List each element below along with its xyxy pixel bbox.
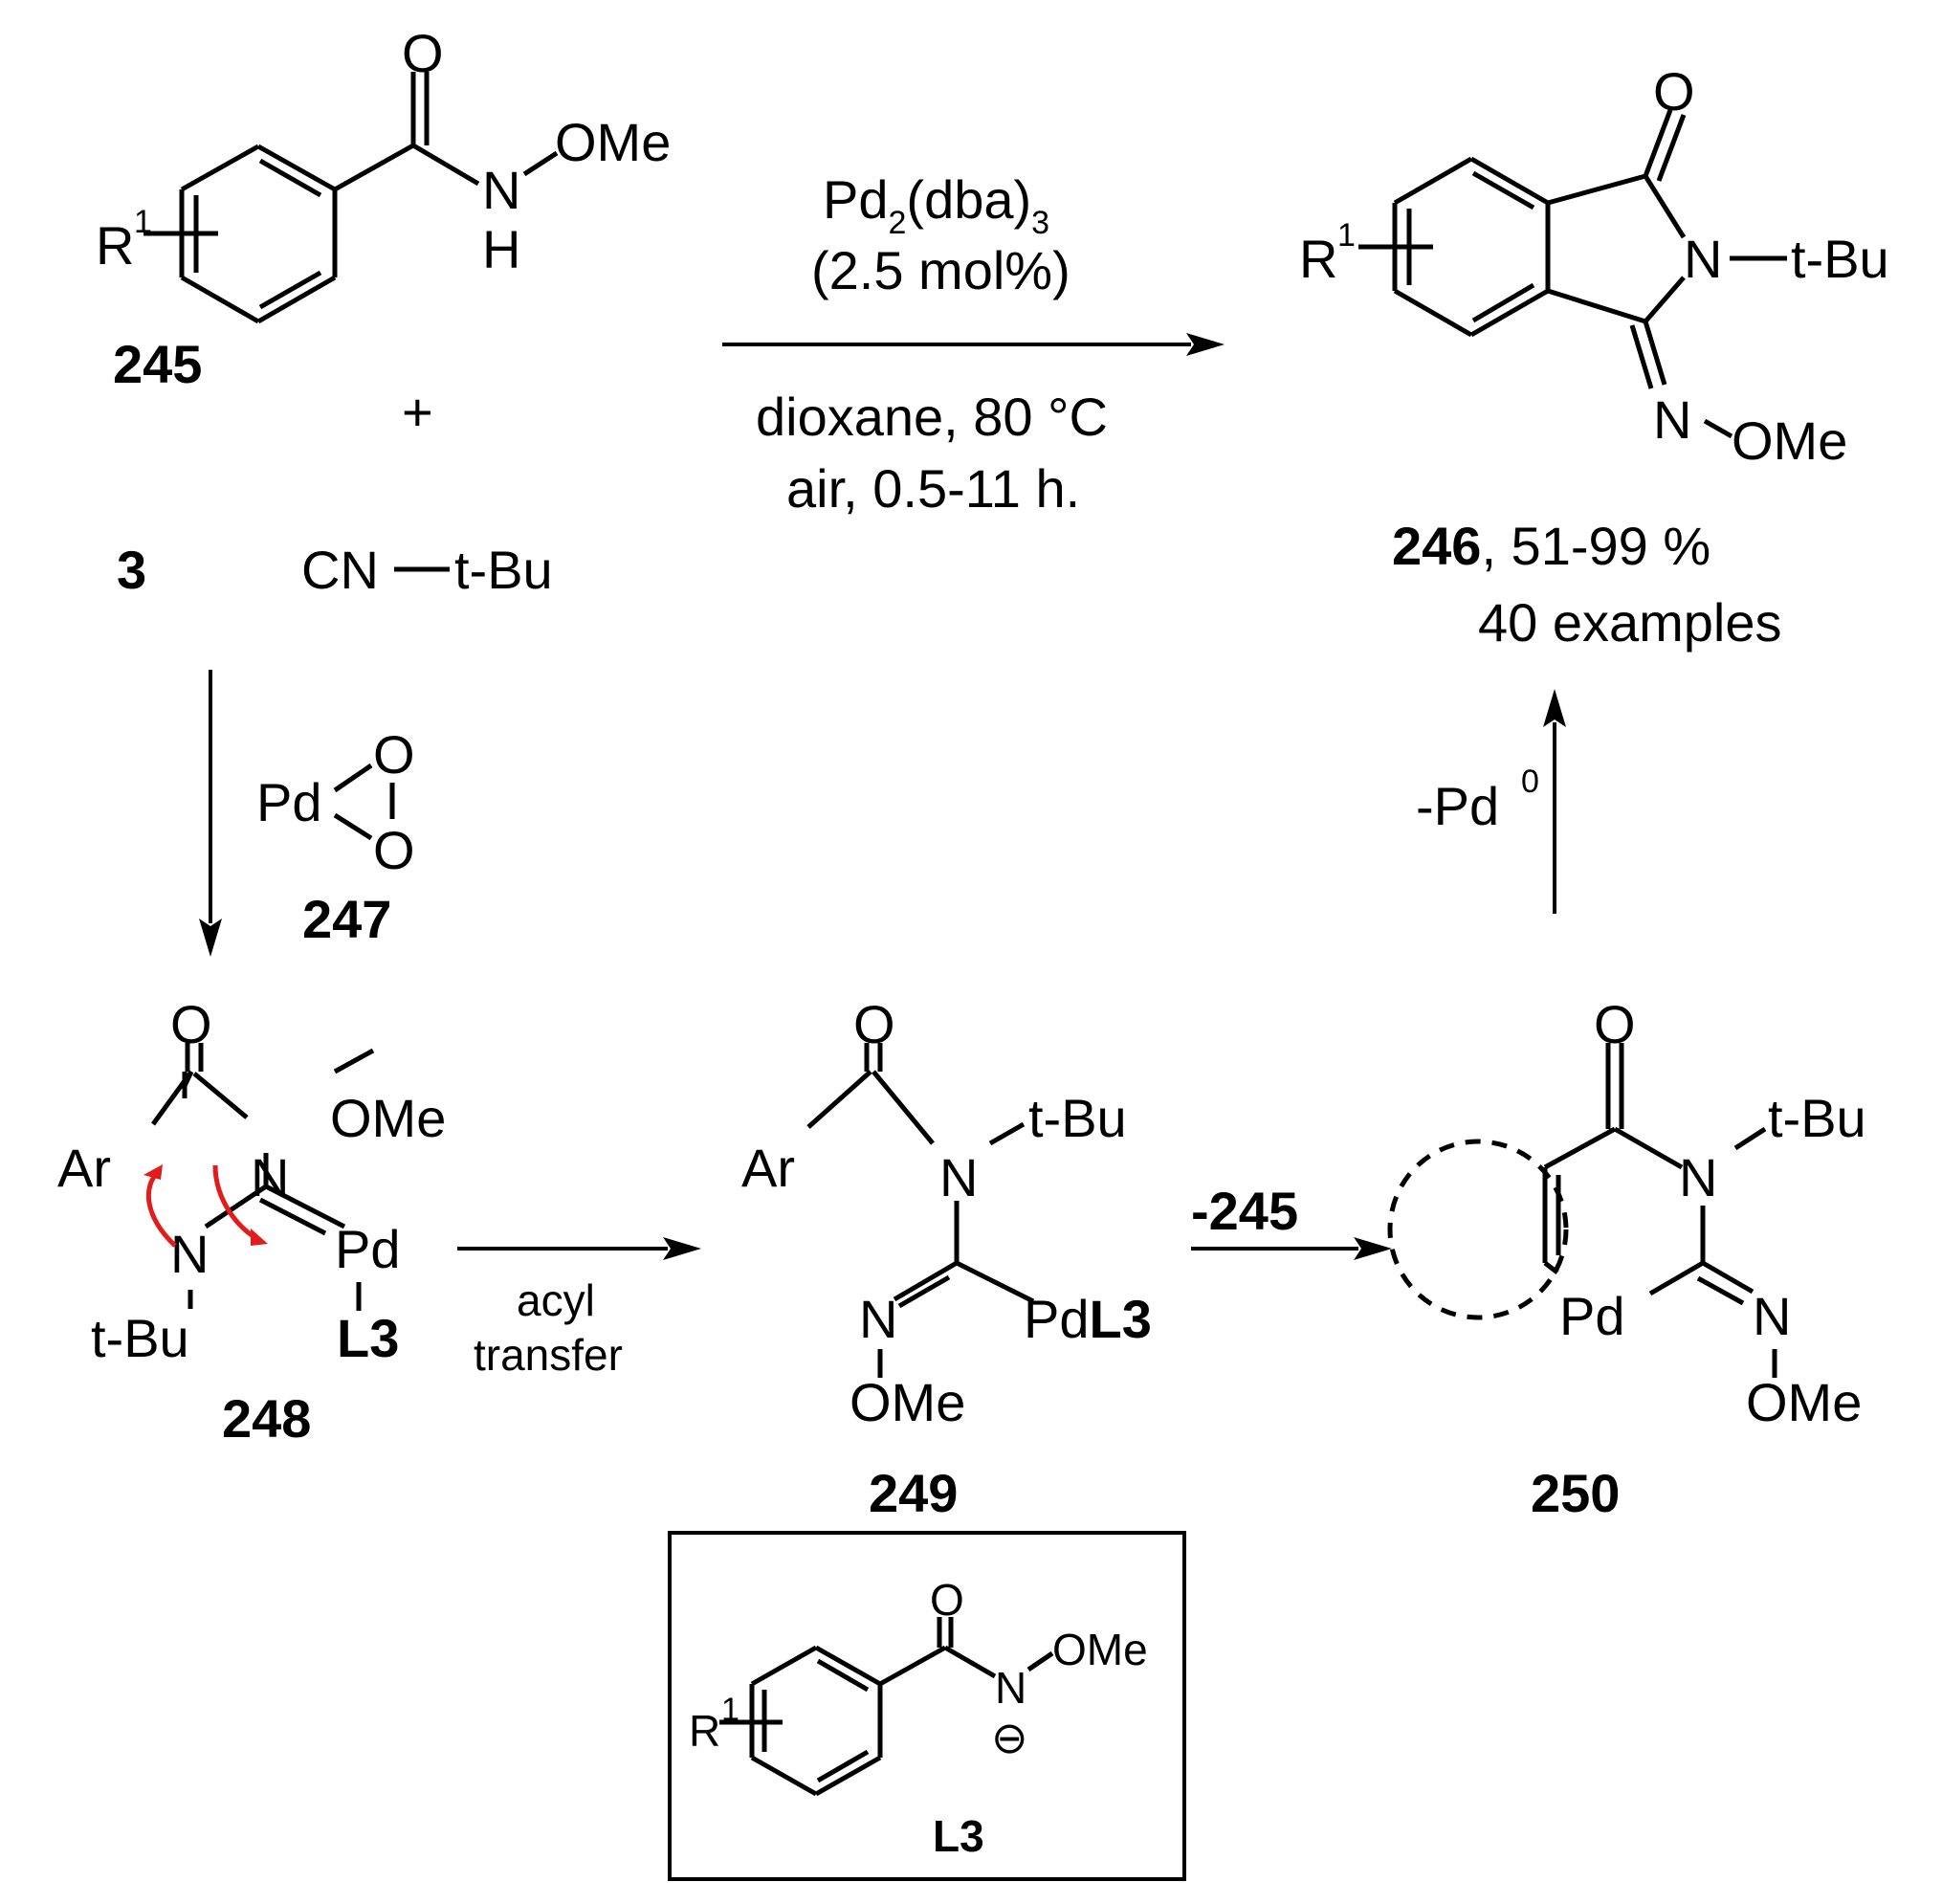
- atom-o: O: [402, 23, 444, 83]
- atom-n: N: [859, 1289, 897, 1349]
- atom-r: R: [1299, 229, 1337, 289]
- compound-label-247: 247: [302, 889, 391, 949]
- atom-o: O: [373, 724, 415, 785]
- atom-n: N: [1653, 389, 1691, 450]
- compound-250-structure: [1387, 1043, 1777, 1378]
- atom-pd: Pd: [256, 772, 322, 832]
- compound-label-3: 3: [117, 540, 146, 600]
- catalyst-label: Pd2(dba)3: [823, 169, 1049, 241]
- compound-label-250: 250: [1531, 1463, 1620, 1523]
- compound-245-structure: [143, 72, 559, 324]
- atom-o: O: [1653, 61, 1695, 122]
- atom-ome: OMe: [1052, 1625, 1148, 1674]
- compound-246-structure: [1358, 109, 1787, 439]
- plus-sign: +: [402, 382, 433, 442]
- loss-245-label: -245: [1191, 1181, 1298, 1241]
- ligand-l3: L3: [337, 1308, 399, 1368]
- atom-cn: CN: [301, 540, 379, 600]
- product-examples: 40 examples: [1478, 592, 1782, 653]
- atom-h: H: [482, 219, 520, 279]
- atom-n: N: [251, 1147, 289, 1207]
- atom-o: O: [853, 994, 895, 1054]
- ligand-l3-structure: [719, 1617, 1054, 1797]
- atom-tbu: t-Bu: [91, 1308, 189, 1368]
- atom-n: N: [1753, 1286, 1791, 1346]
- atom-ome: OMe: [1732, 410, 1847, 471]
- compound-label-245: 245: [113, 334, 202, 394]
- atom-pd: Pd: [335, 1219, 401, 1279]
- atom-r: R: [96, 215, 134, 276]
- loss-pd0-superscript: 0: [1521, 764, 1539, 800]
- atom-ome: OMe: [1746, 1372, 1862, 1432]
- electron-push-arrows: [143, 1164, 268, 1248]
- atom-n: N: [482, 160, 520, 220]
- atom-n: N: [170, 1224, 209, 1284]
- atom-r: R: [689, 1706, 720, 1756]
- atom-n: N: [1679, 1147, 1717, 1207]
- compound-249-structure: [806, 1043, 1035, 1378]
- atom-r-superscript: 1: [134, 204, 152, 240]
- atom-n: N: [939, 1147, 978, 1207]
- loss-pd0-label: -Pd: [1416, 776, 1499, 836]
- product-yield: 246, 51-99 %: [1392, 516, 1710, 576]
- atom-o: O: [930, 1575, 964, 1625]
- compound-label-248: 248: [222, 1388, 311, 1449]
- atom-ome: OMe: [555, 112, 671, 172]
- main-reaction-arrow: [722, 333, 1225, 356]
- atom-tbu: t-Bu: [1028, 1088, 1127, 1148]
- atom-pd: Pd: [1559, 1286, 1625, 1346]
- conditions-atmosphere-time: air, 0.5-11 h.: [786, 458, 1080, 519]
- acyl-label: acyl: [517, 1275, 595, 1325]
- atom-r-superscript: 1: [1337, 217, 1356, 254]
- loss-245-arrow: [1191, 1237, 1392, 1260]
- acyl-transfer-arrow: [457, 1237, 701, 1260]
- down-arrow: [199, 670, 222, 957]
- atom-pd: PdL3: [1024, 1289, 1152, 1349]
- atom-n: N: [1684, 229, 1722, 289]
- up-arrow: [1543, 689, 1566, 914]
- atom-o: O: [170, 994, 212, 1054]
- conditions-solvent-temperature: dioxane, 80 °C: [756, 387, 1108, 447]
- atom-o: O: [1594, 994, 1636, 1054]
- atom-tbu: t-Bu: [1791, 229, 1889, 289]
- atom-ome: OMe: [850, 1372, 965, 1432]
- atom-o: O: [373, 820, 415, 880]
- compound-248-structure: [150, 1043, 375, 1311]
- atom-tbu: t-Bu: [1768, 1088, 1866, 1148]
- transfer-label: transfer: [474, 1330, 623, 1380]
- ligand-l3-box: [668, 1531, 1186, 1881]
- atom-n: N: [995, 1663, 1026, 1713]
- atom-r-superscript: 1: [721, 1692, 739, 1728]
- catalyst-loading: (2.5 mol%): [811, 240, 1070, 300]
- atom-ar: Ar: [741, 1138, 795, 1198]
- atom-ome: OMe: [330, 1088, 446, 1148]
- atom-tbu: t-Bu: [454, 540, 553, 600]
- peroxo-bonds: [333, 763, 395, 841]
- compound-label-249: 249: [869, 1463, 958, 1523]
- negative-charge: ⊖: [991, 1713, 1028, 1762]
- ligand-l3-label: L3: [933, 1811, 984, 1861]
- atom-ar: Ar: [57, 1138, 111, 1198]
